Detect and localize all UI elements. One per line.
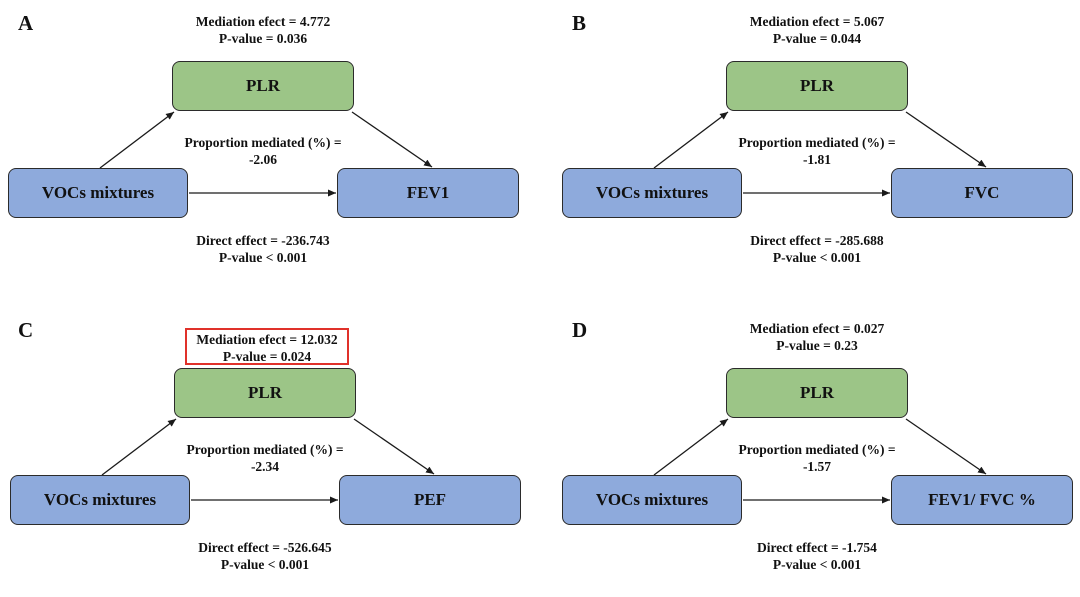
panel-a-arrows <box>99 111 433 197</box>
mediation-effect: Mediation efect = 5.067 <box>749 14 885 29</box>
proportion-mediated-text: Proportion mediated (%) = -1.57 <box>714 441 920 475</box>
panel-a: A Mediation efect = 4.772 P-value = 0.03… <box>0 0 540 290</box>
path-exposure-to-mediator <box>653 111 729 169</box>
panel-c: C Mediation efect = 12.032 P-value = 0.0… <box>2 307 542 597</box>
direct-effect: Direct effect = -1.754 <box>757 540 877 555</box>
mediation-p-value: P-value = 0.23 <box>776 338 858 353</box>
exposure-node: VOCs mixtures <box>10 475 190 525</box>
exposure-node: VOCs mixtures <box>562 168 742 218</box>
direct-p-value: P-value < 0.001 <box>218 250 308 265</box>
mediation-effect-text: Mediation efect = 0.027 P-value = 0.23 <box>664 320 970 354</box>
outcome-node: FEV1/ FVC % <box>891 475 1073 525</box>
mediation-p-value: P-value = 0.036 <box>218 31 308 46</box>
direct-effect-text: Direct effect = -236.743 P-value < 0.001 <box>160 232 366 266</box>
mediation-effect: Mediation efect = 12.032 <box>196 332 338 347</box>
mediator-node: PLR <box>172 61 354 111</box>
mediator-node: PLR <box>174 368 356 418</box>
mediation-effect: Mediation efect = 0.027 <box>749 321 885 336</box>
mediation-effect-highlight-box: Mediation efect = 12.032 P-value = 0.024 <box>185 328 349 365</box>
panel-label: D <box>572 318 588 342</box>
panel-b-arrows <box>653 111 987 197</box>
mediation-p-value: P-value = 0.024 <box>222 349 312 364</box>
proportion-label: Proportion mediated (%) = <box>738 442 896 457</box>
proportion-mediated-text: Proportion mediated (%) = -1.81 <box>714 134 920 168</box>
proportion-value: -1.81 <box>802 152 832 167</box>
path-mediator-to-outcome <box>905 418 987 475</box>
proportion-label: Proportion mediated (%) = <box>184 135 342 150</box>
outcome-node: FEV1 <box>337 168 519 218</box>
direct-p-value: P-value < 0.001 <box>220 557 310 572</box>
mediation-effect-text: Mediation efect = 4.772 P-value = 0.036 <box>110 13 416 47</box>
panel-label: B <box>572 11 587 35</box>
proportion-mediated-text: Proportion mediated (%) = -2.34 <box>162 441 368 475</box>
outcome-node: PEF <box>339 475 521 525</box>
direct-effect: Direct effect = -236.743 <box>196 233 330 248</box>
proportion-label: Proportion mediated (%) = <box>186 442 344 457</box>
direct-effect: Direct effect = -285.688 <box>750 233 884 248</box>
mediation-effect-text: Mediation efect = 5.067 P-value = 0.044 <box>664 13 970 47</box>
mediator-node: PLR <box>726 368 908 418</box>
path-exposure-to-mediator <box>653 418 729 476</box>
exposure-node: VOCs mixtures <box>562 475 742 525</box>
mediator-node: PLR <box>726 61 908 111</box>
path-mediator-to-outcome <box>905 111 987 168</box>
mediation-effect: Mediation efect = 4.772 <box>195 14 331 29</box>
exposure-node: VOCs mixtures <box>8 168 188 218</box>
proportion-value: -2.06 <box>248 152 278 167</box>
direct-effect-text: Direct effect = -285.688 P-value < 0.001 <box>714 232 920 266</box>
direct-effect-text: Direct effect = -1.754 P-value < 0.001 <box>714 539 920 573</box>
panel-d-arrows <box>653 418 987 504</box>
path-mediator-to-outcome <box>353 418 435 475</box>
path-mediator-to-outcome <box>351 111 433 168</box>
direct-effect-text: Direct effect = -526.645 P-value < 0.001 <box>162 539 368 573</box>
proportion-mediated-text: Proportion mediated (%) = -2.06 <box>160 134 366 168</box>
direct-p-value: P-value < 0.001 <box>772 557 862 572</box>
path-exposure-to-mediator <box>101 418 177 476</box>
direct-effect: Direct effect = -526.645 <box>198 540 332 555</box>
proportion-value: -1.57 <box>802 459 832 474</box>
path-exposure-to-mediator <box>99 111 175 169</box>
panel-d: D Mediation efect = 0.027 P-value = 0.23… <box>554 307 1080 597</box>
panel-c-arrows <box>101 418 435 504</box>
proportion-value: -2.34 <box>250 459 280 474</box>
mediation-p-value: P-value = 0.044 <box>772 31 862 46</box>
panel-label: C <box>18 318 34 342</box>
panel-b: B Mediation efect = 5.067 P-value = 0.04… <box>554 0 1080 290</box>
proportion-label: Proportion mediated (%) = <box>738 135 896 150</box>
outcome-node: FVC <box>891 168 1073 218</box>
panel-label: A <box>18 11 34 35</box>
direct-p-value: P-value < 0.001 <box>772 250 862 265</box>
